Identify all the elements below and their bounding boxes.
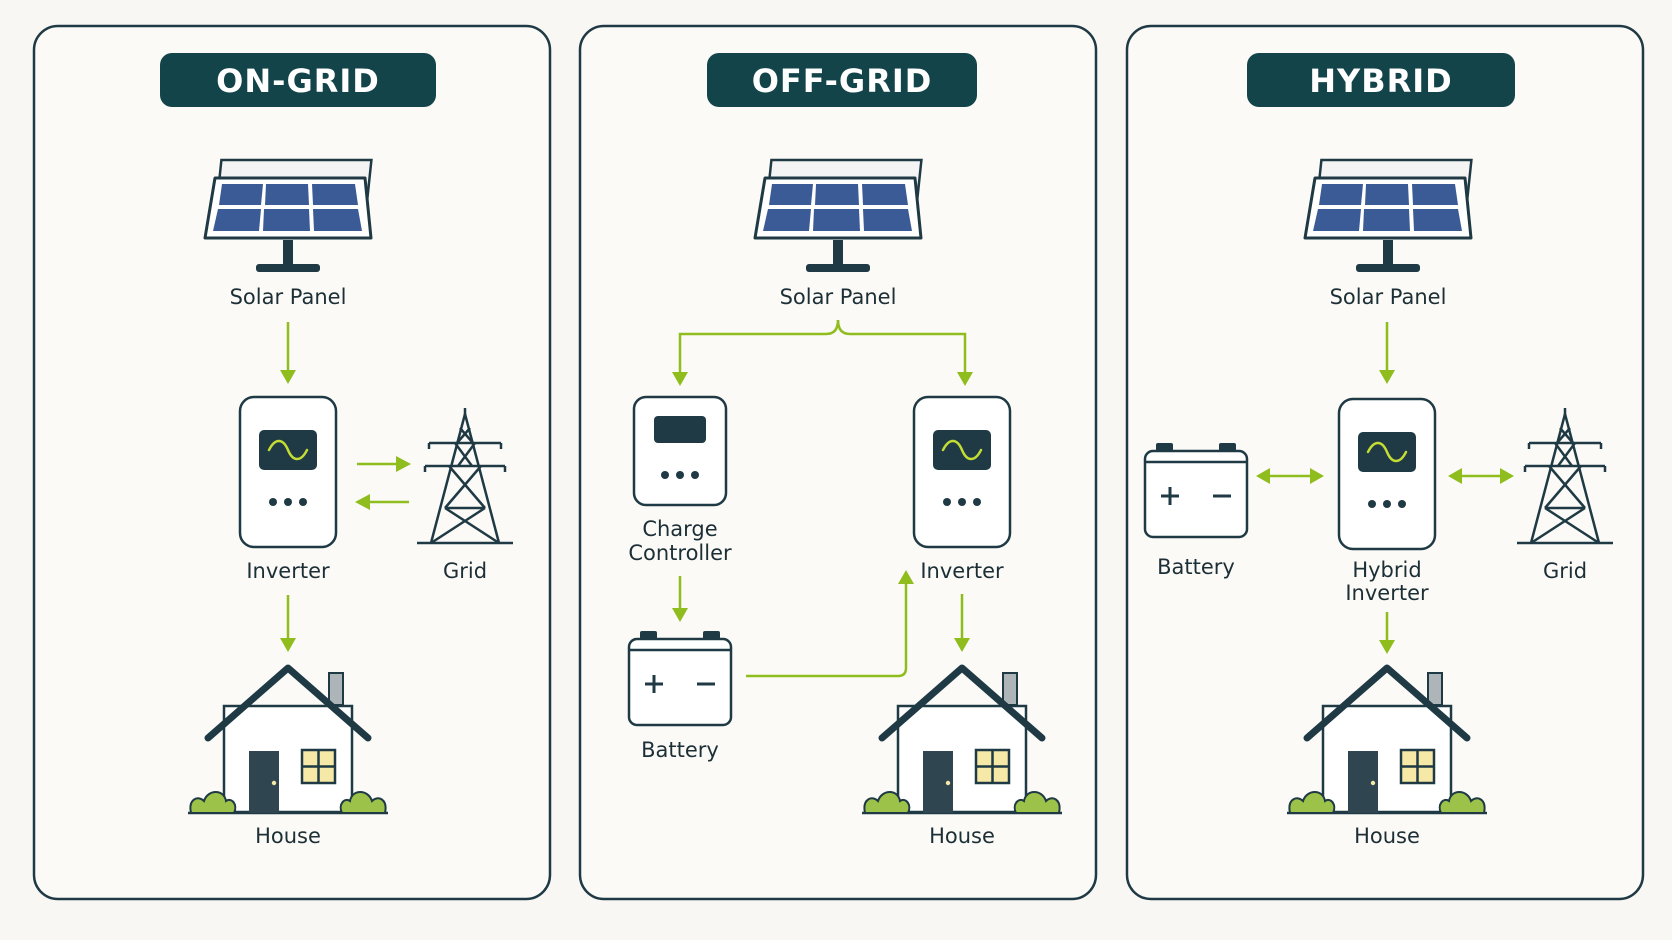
hybrid-inverter-icon <box>1337 397 1437 551</box>
flow-arrow-to-grid <box>357 456 411 472</box>
title-pill <box>1247 53 1515 107</box>
charge-controller-label-line2: Controller <box>628 541 732 565</box>
grid-label: Grid <box>443 559 487 583</box>
panel-off-grid: OFF-GRID Solar Panel Charge Controller B… <box>578 24 1098 901</box>
battery-icon <box>627 629 733 727</box>
battery-icon <box>1143 441 1249 539</box>
inverter-icon <box>912 395 1012 549</box>
solar-panel-label: Solar Panel <box>780 285 897 309</box>
inverter-icon <box>238 395 338 549</box>
house-label: House <box>929 824 995 848</box>
house-label: House <box>1354 824 1420 848</box>
panel-on-grid: ON-GRID Solar Panel Inverter Grid House <box>32 24 552 901</box>
flow-split-arrows <box>672 319 973 386</box>
flow-arrow <box>280 595 296 652</box>
bidirectional-arrow-battery <box>1256 468 1324 484</box>
hybrid-inverter-label-line1: Hybrid <box>1352 558 1421 582</box>
panel-title: HYBRID <box>1309 62 1452 100</box>
title-pill <box>707 53 977 107</box>
battery-label: Battery <box>641 738 719 762</box>
flow-arrow-from-grid <box>355 494 409 510</box>
battery-label: Battery <box>1157 555 1235 579</box>
flow-arrow <box>280 322 296 384</box>
charge-controller-icon <box>632 395 728 507</box>
charge-controller-label-line1: Charge <box>642 517 717 541</box>
solar-panel-label: Solar Panel <box>230 285 347 309</box>
panel-title: ON-GRID <box>216 62 380 100</box>
flow-arrow <box>1379 612 1395 654</box>
panel-title: OFF-GRID <box>752 62 933 100</box>
hybrid-inverter-label-line2: Inverter <box>1345 581 1429 605</box>
solar-panel-label: Solar Panel <box>1330 285 1447 309</box>
panel-hybrid: HYBRID Solar Panel Battery Hybrid Invert… <box>1125 24 1645 901</box>
inverter-label: Inverter <box>920 559 1004 583</box>
flow-arrow <box>672 576 688 622</box>
bidirectional-arrow-grid <box>1448 468 1514 484</box>
inverter-label: Inverter <box>246 559 330 583</box>
flow-arrow <box>954 594 970 652</box>
grid-label: Grid <box>1543 559 1587 583</box>
title-pill <box>160 53 436 107</box>
flow-arrow <box>1379 322 1395 384</box>
house-label: House <box>255 824 321 848</box>
flow-arrow-battery-to-inverter <box>746 570 914 678</box>
